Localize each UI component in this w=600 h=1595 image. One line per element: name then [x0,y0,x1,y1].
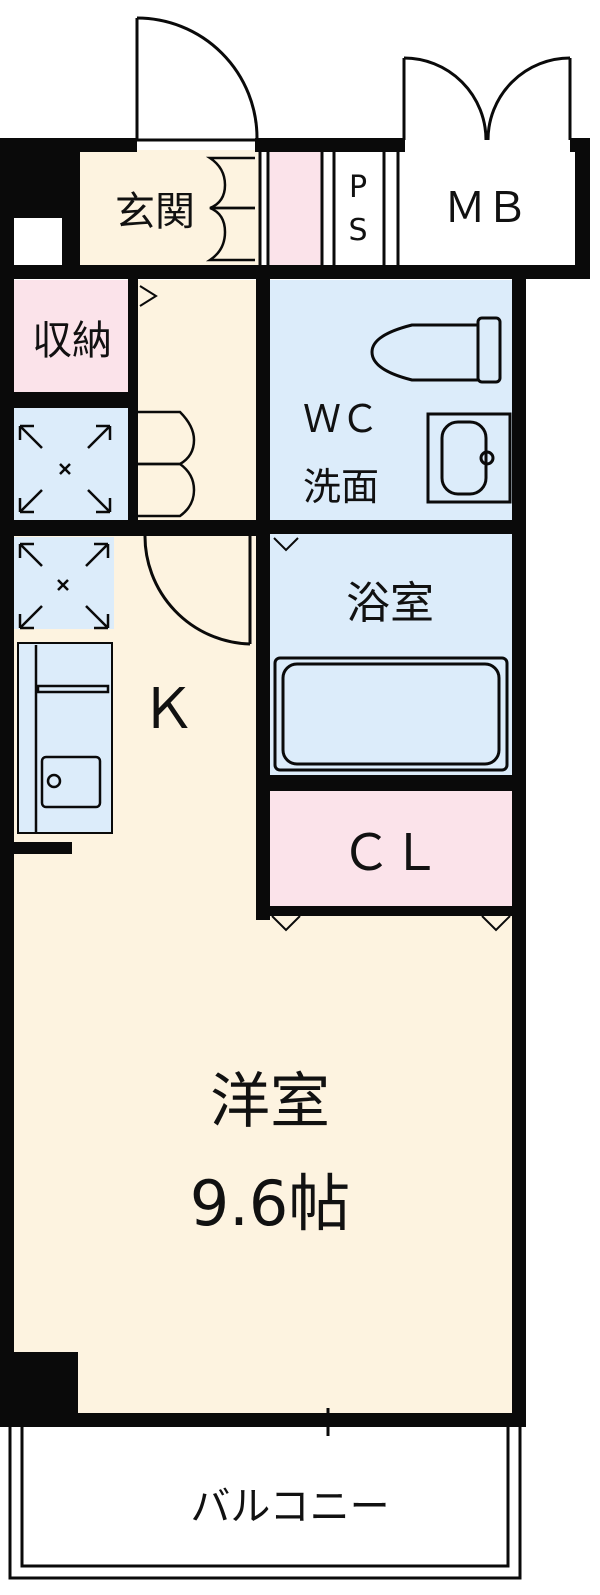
mb-doors [402,56,572,141]
wc-label: ＷＣ [303,397,379,441]
kitchen-counter [17,642,113,834]
washbasin-icon [426,412,512,504]
storage-x-icon-2 [18,542,110,630]
yoshitsu-label: 洋室 [210,1067,330,1137]
balcony-label: バルコニー [190,1484,389,1530]
shuno-fill [14,280,130,392]
kitchen-sink-icon [34,645,110,833]
senmen-label: 洗面 [303,465,379,509]
toilet-icon [370,316,502,384]
shuno-label: 収納 [32,318,112,364]
genkan-pink-strip [270,150,322,265]
entrance-door [135,16,259,142]
wc-fill [270,280,512,520]
yoshitsu-size-label: 9.6帖 [190,1167,351,1240]
yoshitsu-fill [14,908,512,1413]
yokushitsu-fill [270,532,512,777]
hallway-fill [138,280,260,530]
kitchen-door-swing [143,532,252,646]
door-markers [139,285,511,932]
genkan-label: 玄関 [115,189,195,235]
storage-x-icon-1 [18,424,112,514]
closet-label: ＣＬ [341,824,441,882]
balcony-outline [8,1427,522,1580]
hall-closet-doors [138,410,196,518]
cl-fill [270,790,512,908]
mb-label: ＭＢ [444,183,528,232]
balcony-window [200,1408,455,1436]
kitchen-label: Ｋ [140,677,196,742]
ps-label-p: P [349,170,367,205]
partitions [138,152,400,274]
genkan-shoe-closet [205,156,255,262]
bathtub-icon [273,656,509,772]
yokushitsu-label: 浴室 [346,578,434,629]
ps-label-s: S [348,213,367,248]
